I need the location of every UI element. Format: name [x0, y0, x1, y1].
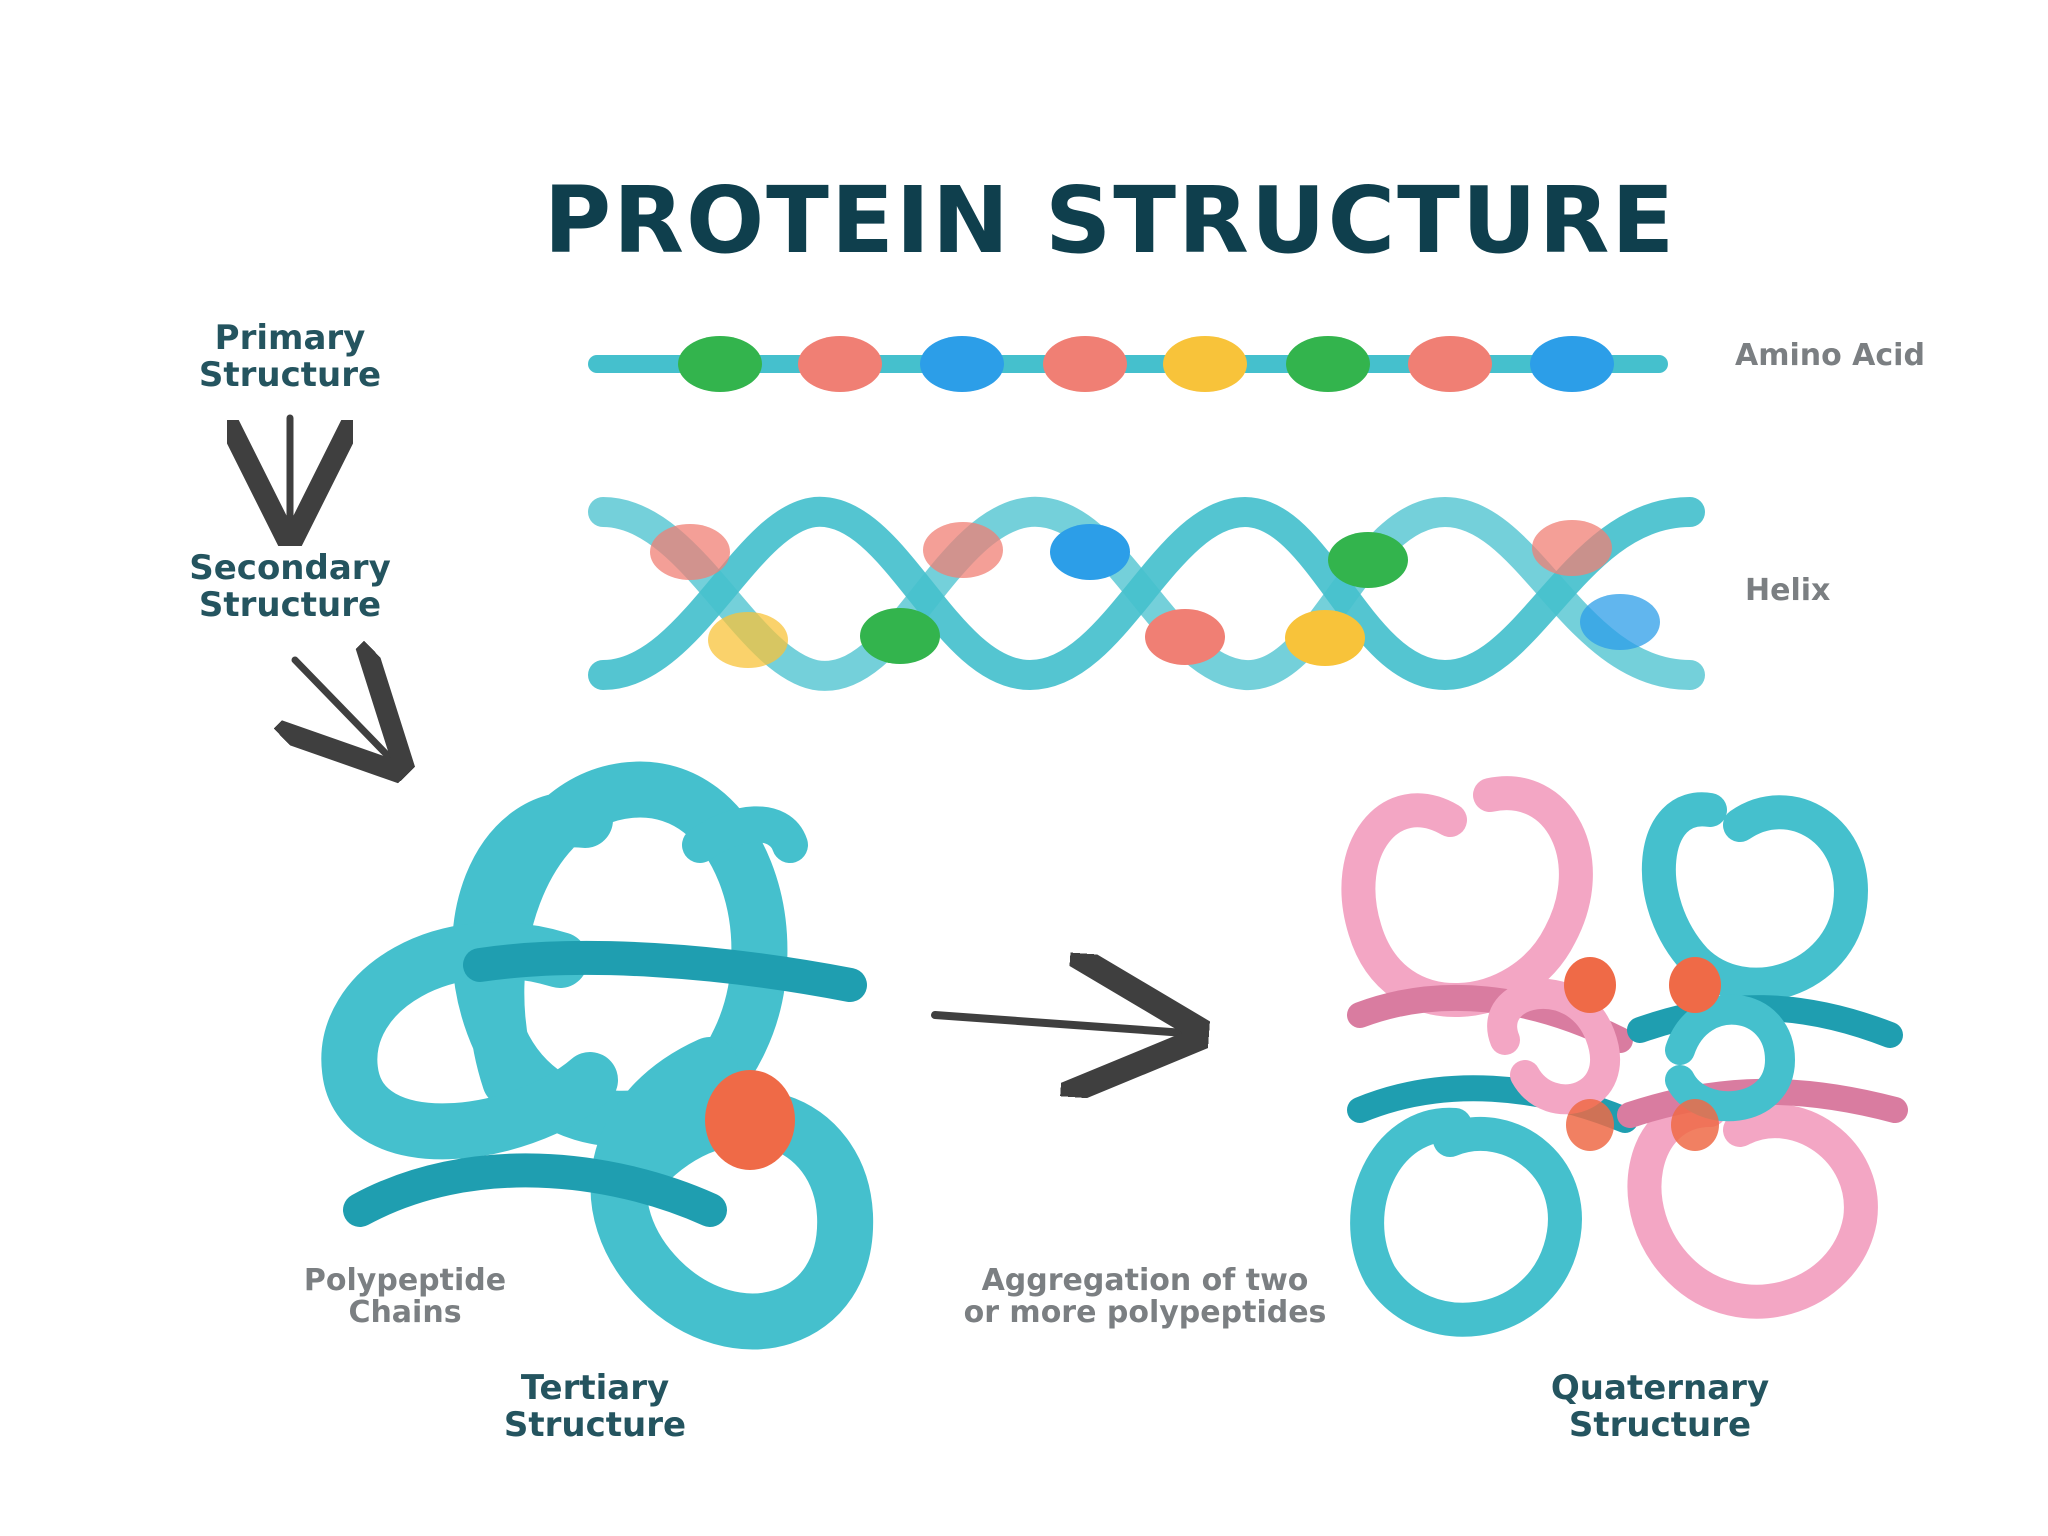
tertiary-label-line-2: Structure [503, 1405, 687, 1446]
secondary-amino-acid-bead [1050, 524, 1130, 580]
quaternary-orange-node-lower-right [1671, 1099, 1719, 1151]
secondary-amino-acid-bead [1285, 610, 1365, 666]
secondary-amino-acid-bead [1532, 520, 1612, 576]
primary-label-line-2: Structure [198, 355, 382, 396]
primary-amino-acid-bead [1530, 336, 1614, 392]
secondary-amino-acid-bead [708, 612, 788, 668]
polypeptide-label-line-1: Polypeptide [303, 1263, 507, 1298]
tertiary-lower-band [343, 1153, 727, 1227]
primary-amino-acid-bead [798, 336, 882, 392]
process-arrows [290, 414, 1185, 1033]
secondary-helix [588, 496, 1705, 691]
tertiary-prosthetic-group [705, 1070, 795, 1170]
primary-amino-acid-bead [1286, 336, 1370, 392]
secondary-amino-acid-bead [650, 524, 730, 580]
tertiary-structure-label: Tertiary Structure [470, 1368, 720, 1446]
tertiary-loop-left [321, 922, 618, 1160]
primary-chain [588, 336, 1668, 392]
tertiary-structure [321, 761, 874, 1350]
aggregation-label: Aggregation of two or more polypeptides [920, 1265, 1370, 1328]
quaternary-orange-node-left [1564, 957, 1616, 1013]
secondary-amino-acid-bead [1328, 532, 1408, 588]
secondary-amino-acid-bead [1145, 609, 1225, 665]
secondary-amino-acid-bead [923, 522, 1003, 578]
quaternary-label-line-2: Structure [1568, 1405, 1752, 1446]
aggregation-label-line-1: Aggregation of two [981, 1263, 1309, 1298]
primary-amino-acid-bead [678, 336, 762, 392]
quaternary-pink-top-left [1341, 776, 1593, 1017]
quaternary-orange-node-lower-left [1566, 1099, 1614, 1151]
quaternary-structure-label: Quaternary Structure [1510, 1368, 1810, 1446]
primary-structure-label: Primary Structure [165, 318, 415, 396]
primary-amino-acid-bead [1408, 336, 1492, 392]
quaternary-teal-top-right [1641, 792, 1868, 1002]
tertiary-to-quaternary-arrow [931, 1015, 1185, 1033]
polypeptide-label-line-2: Chains [348, 1294, 462, 1330]
amino-acid-label: Amino Acid [1735, 338, 1925, 373]
secondary-amino-acid-bead [860, 608, 940, 664]
secondary-to-tertiary-arrow [295, 660, 392, 760]
secondary-amino-acid-bead [1580, 594, 1660, 650]
primary-amino-acid-bead [1163, 336, 1247, 392]
primary-label-line-1: Primary [214, 318, 366, 358]
quaternary-central-pink-loop [1487, 978, 1620, 1115]
quaternary-central-teal-loop [1665, 994, 1796, 1122]
secondary-structure-label: Secondary Structure [145, 548, 435, 626]
secondary-label-line-1: Secondary [189, 548, 391, 588]
quaternary-orange-node-right [1669, 957, 1721, 1013]
secondary-label-line-2: Structure [198, 585, 382, 626]
tertiary-tail [682, 806, 808, 863]
aggregation-label-line-2: or more polypeptides [963, 1294, 1327, 1330]
helix-label: Helix [1745, 573, 1831, 608]
primary-amino-acid-bead [920, 336, 1004, 392]
quaternary-teal-bottom-left [1350, 1107, 1582, 1337]
quaternary-structure [1341, 776, 1908, 1337]
diagram-title: PROTEIN STRUCTURE [543, 167, 1677, 274]
polypeptide-chains-label: Polypeptide Chains [270, 1265, 540, 1328]
primary-amino-acid-bead [1043, 336, 1127, 392]
quaternary-pink-bottom-right [1627, 1093, 1878, 1319]
tertiary-label-line-1: Tertiary [520, 1368, 670, 1408]
quaternary-label-line-1: Quaternary [1550, 1368, 1770, 1408]
helix-front-strand [588, 496, 1705, 691]
tertiary-cross-band [463, 940, 867, 1002]
